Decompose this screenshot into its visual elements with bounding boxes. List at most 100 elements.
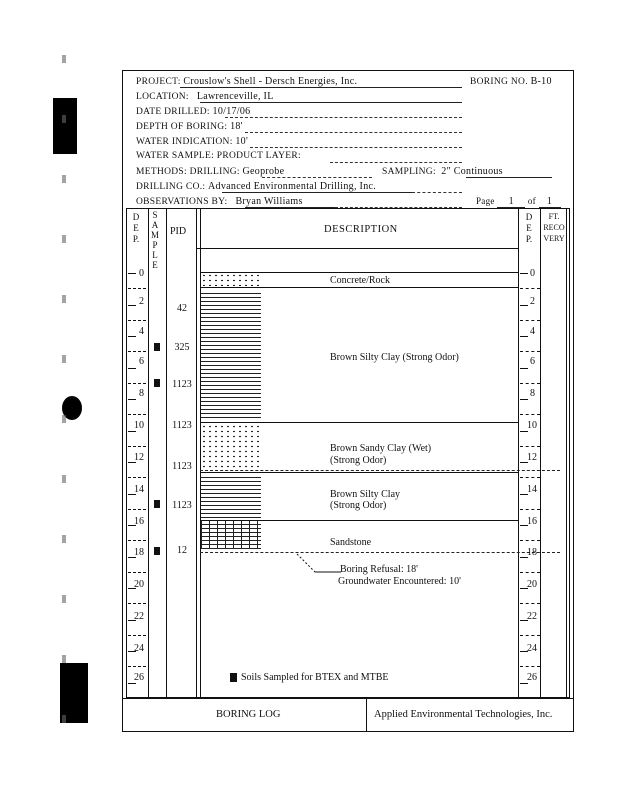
pattern-silty-clay-2	[201, 474, 261, 518]
col-sep-depth	[148, 208, 149, 698]
layer-boundary-2	[200, 422, 518, 423]
pattern-sandstone	[201, 521, 261, 549]
depth-left-6: 6	[139, 356, 144, 367]
drilling-co-underline	[222, 192, 412, 193]
observations-underline	[245, 207, 335, 208]
depth-right-16: 16	[527, 516, 537, 527]
water-indication-underline	[250, 147, 462, 148]
sample-marker-4	[154, 547, 160, 555]
layer-silty-clay-odor: (Strong Odor)	[330, 500, 387, 511]
depth-tick	[520, 304, 528, 306]
depth-minor-tick	[128, 445, 146, 447]
header-row-bottom	[196, 248, 518, 249]
depth-minor-tick	[128, 571, 146, 573]
depth-right-8: 8	[530, 388, 535, 399]
project-line: PROJECT: Crouslow's Shell - Dersch Energ…	[136, 76, 358, 87]
methods-value: Geoprobe	[242, 166, 285, 177]
water-indication-value: 10'	[235, 136, 249, 147]
sample-marker-1	[154, 343, 160, 351]
note-refusal: Boring Refusal: 18'	[340, 564, 418, 575]
pattern-silty-clay-1	[201, 290, 261, 418]
depth-right-18: 18	[527, 547, 537, 558]
depth-tick	[520, 588, 528, 589]
depth-tick	[520, 430, 528, 432]
depth-left-14: 14	[134, 484, 144, 495]
layer-sandy-clay-odor: (Strong Odor)	[330, 455, 387, 466]
layer-silty-clay: Brown Silty Clay	[330, 489, 401, 500]
observations-underline-ext	[335, 207, 462, 208]
depth-underline	[245, 132, 462, 133]
depth-minor-tick	[128, 508, 146, 510]
depth-minor-tick	[128, 288, 146, 289]
depth-minor-tick	[128, 603, 146, 604]
depth-right-10: 10	[527, 420, 537, 431]
col-sep-pid	[196, 208, 197, 698]
depth-left-22: 22	[134, 611, 144, 622]
depth-left-4: 4	[139, 326, 144, 337]
layer-boundary-3	[200, 472, 518, 473]
page-indicator: Page 1 of 1	[476, 196, 561, 208]
depth-tick	[128, 462, 136, 463]
layer-concrete: Concrete/Rock	[330, 275, 390, 286]
depth-value: 18'	[230, 121, 243, 132]
depth-right-26: 26	[527, 672, 537, 683]
footer-top	[122, 698, 574, 699]
col-sep-desc-l	[200, 208, 201, 698]
depth-tick	[520, 493, 528, 495]
col-pid: PID	[170, 226, 187, 237]
depth-minor-tick	[520, 666, 540, 667]
col-recovery: FT. RECO VERY	[543, 212, 565, 243]
project-value: Crouslow's Shell - Dersch Energies, Inc.	[183, 76, 358, 87]
depth-tick	[520, 399, 528, 400]
drilling-co-value: Advanced Environmental Drilling, Inc.	[208, 181, 377, 192]
depth-tick	[128, 588, 136, 589]
depth-left-0: 0	[139, 268, 144, 279]
depth-minor-tick	[520, 319, 540, 321]
scan-marks	[62, 55, 66, 755]
sample-marker-2	[154, 379, 160, 387]
pid-reading: 1123	[172, 420, 192, 431]
location-value: Lawrenceville, IL	[196, 91, 274, 102]
water-indication-line: WATER INDICATION: 10'	[136, 136, 249, 147]
drilling-co-line: DRILLING CO.: Advanced Environmental Dri…	[136, 181, 377, 192]
depth-minor-tick	[520, 634, 540, 636]
water-sample-line: WATER SAMPLE: PRODUCT LAYER:	[136, 151, 301, 161]
depth-minor-tick	[520, 571, 540, 573]
pattern-concrete	[201, 273, 261, 286]
depth-minor-tick	[128, 634, 146, 636]
refusal-line	[200, 552, 560, 553]
col-sample: S A M P L E	[150, 210, 159, 270]
depth-right-4: 4	[530, 326, 535, 337]
layer-boundary-4	[200, 520, 518, 521]
depth-left-20: 20	[134, 579, 144, 590]
depth-minor-tick	[520, 603, 540, 604]
depth-tick	[128, 430, 136, 432]
depth-left-16: 16	[134, 516, 144, 527]
date-line: DATE DRILLED: 10/17/06	[136, 106, 251, 117]
depth-minor-tick	[520, 477, 540, 478]
boring-no: BORING NO. B-10	[470, 76, 552, 87]
depth-right-14: 14	[527, 484, 537, 495]
depth-minor-tick	[520, 351, 540, 352]
depth-minor-tick	[128, 477, 146, 478]
sampling-value: 2" Continuous	[441, 166, 503, 177]
depth-minor-tick	[520, 288, 540, 289]
location-underline	[200, 102, 462, 103]
legend-sample-icon	[230, 673, 237, 682]
pid-reading: 325	[174, 342, 190, 353]
depth-left-8: 8	[139, 388, 144, 399]
depth-tick	[128, 682, 136, 684]
sampling-underline	[466, 177, 552, 178]
pid-reading: 12	[177, 545, 187, 556]
depth-tick	[128, 273, 136, 274]
pid-reading: 1123	[172, 461, 192, 472]
depth-tick	[520, 525, 528, 526]
project-underline	[180, 87, 462, 88]
water-sample-underline	[330, 162, 462, 163]
log-table	[126, 208, 570, 698]
depth-tick	[520, 619, 528, 621]
depth-minor-tick	[520, 445, 540, 447]
footer-divider	[366, 698, 367, 732]
col-description: DESCRIPTION	[324, 224, 398, 235]
col-sep-desc-r	[518, 208, 519, 698]
